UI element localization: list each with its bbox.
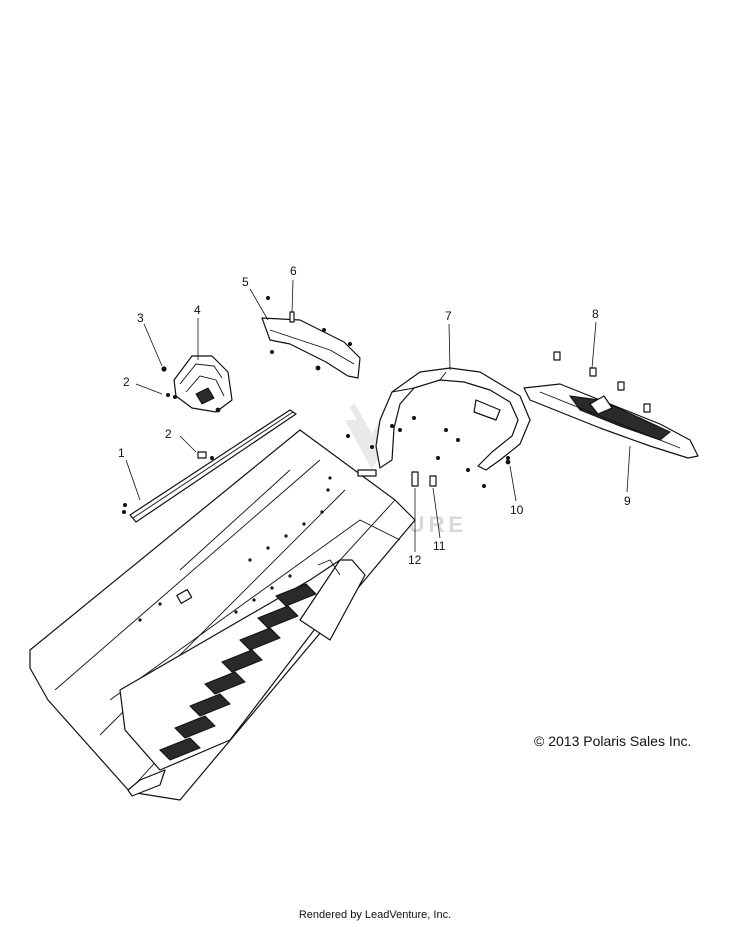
part-7-rear-bumper <box>346 367 531 488</box>
callout-12: 12 <box>408 553 422 567</box>
callout-2-lower: 2 <box>165 427 172 441</box>
tunnel-assembly <box>29 429 416 801</box>
part-1-rail-strip <box>122 409 297 523</box>
callout-10: 10 <box>510 503 524 517</box>
callout-1: 1 <box>118 446 125 460</box>
tunnel-holes <box>138 476 332 622</box>
callout-8: 8 <box>592 307 599 321</box>
callout-9: 9 <box>624 494 631 508</box>
part-3-screw <box>161 366 167 372</box>
part-11-washer <box>429 475 437 487</box>
callout-11: 11 <box>433 539 446 553</box>
callout-5: 5 <box>242 275 249 289</box>
footrest-traction-pattern <box>159 583 317 761</box>
part-9-rear-cover <box>523 383 699 459</box>
part-5-bracket <box>261 296 361 379</box>
callout-7: 7 <box>445 309 452 323</box>
leader-lines <box>125 279 631 552</box>
callout-4: 4 <box>194 303 201 317</box>
part-6-bolt <box>289 311 295 323</box>
part-10-nut <box>505 459 511 465</box>
callout-6: 6 <box>290 264 297 278</box>
callout-numbers: 1 2 2 3 4 5 6 7 8 9 10 11 12 <box>118 264 631 567</box>
part-8-screws <box>553 351 651 413</box>
part-2-fasteners-lower <box>197 451 214 460</box>
part-12-bolt <box>411 471 419 487</box>
rendered-by-footer: Rendered by LeadVenture, Inc. <box>298 909 452 921</box>
callout-3: 3 <box>137 311 144 325</box>
part-4-guard <box>173 355 233 413</box>
copyright-notice: © 2013 Polaris Sales Inc. <box>534 733 692 749</box>
callout-2-upper: 2 <box>123 375 130 389</box>
part-2-fasteners-upper <box>166 393 177 399</box>
